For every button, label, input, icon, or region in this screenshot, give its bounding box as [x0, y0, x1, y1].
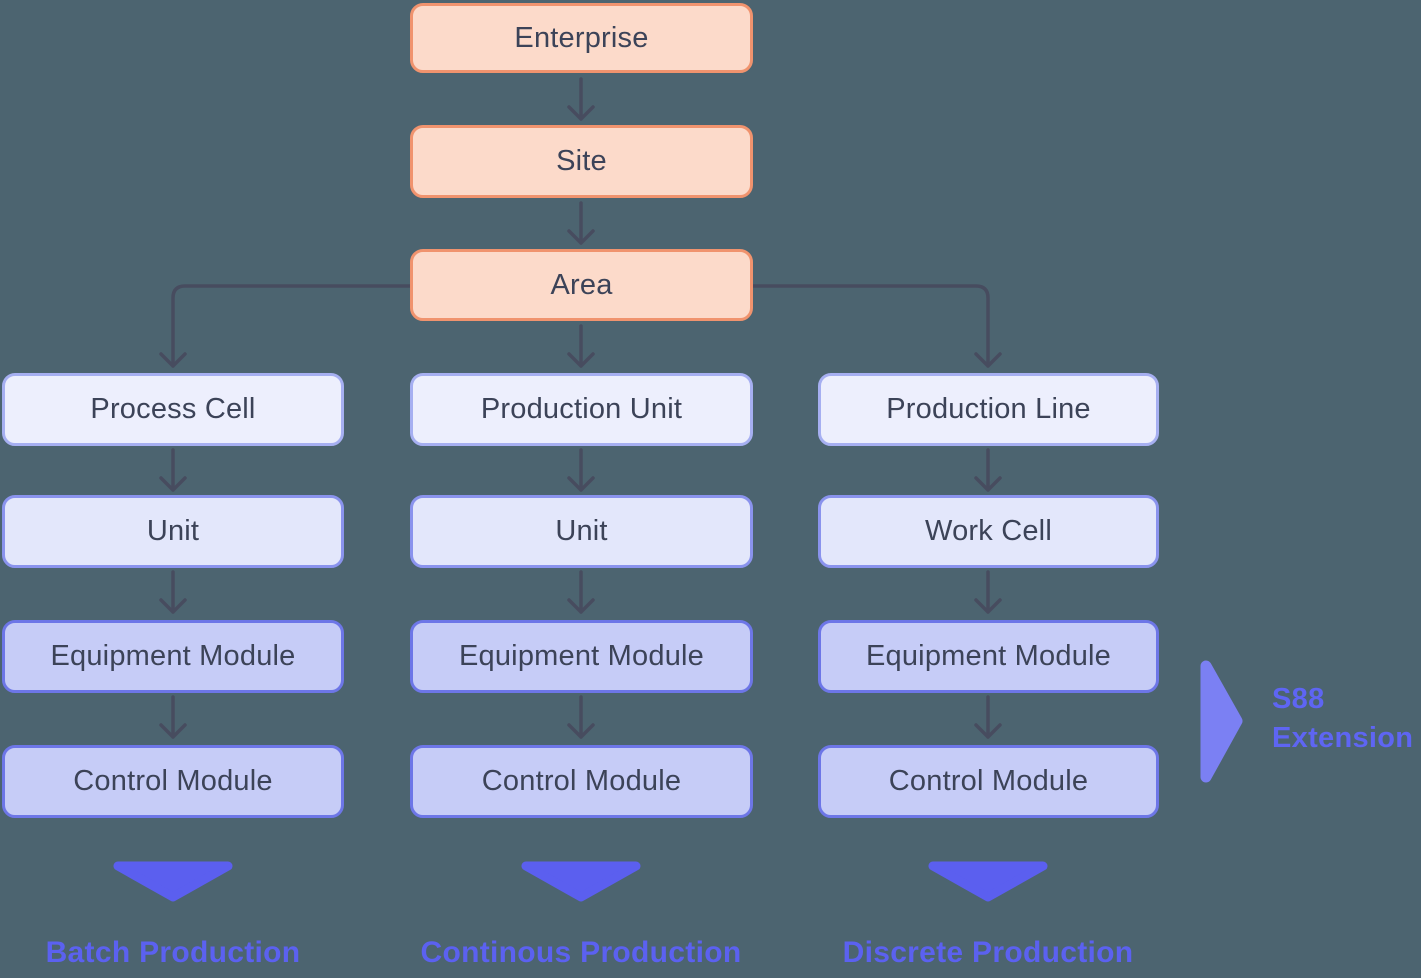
s88-extension-arrow-icon: [1200, 660, 1243, 783]
arrow-equipment-control-2: [567, 695, 595, 739]
box-equipment-module-continuous: Equipment Module: [410, 620, 753, 693]
discrete-production-label: Discrete Production: [842, 936, 1134, 969]
continous-production-triangle-icon: [521, 861, 641, 902]
s88-extension-label-line2: Extension: [1272, 722, 1414, 754]
s88-extension-label: S88 Extension: [1272, 680, 1413, 758]
discrete-production-triangle-icon: [928, 861, 1048, 902]
batch-production-label: Batch Production: [45, 936, 301, 969]
box-control-module-discrete: Control Module: [818, 745, 1159, 818]
arrow-production-unit-unit: [567, 448, 595, 492]
arrow-site-area: [567, 201, 595, 245]
arrow-work-cell-equipment-3: [974, 570, 1002, 614]
s88-extension-label-line1: S88: [1272, 683, 1325, 715]
box-work-cell: Work Cell: [818, 495, 1159, 568]
arrow-equipment-control-1: [159, 695, 187, 739]
continous-production-label: Continous Production: [420, 936, 742, 969]
box-unit-continuous: Unit: [410, 495, 753, 568]
box-unit-batch: Unit: [2, 495, 344, 568]
box-production-unit: Production Unit: [410, 373, 753, 446]
box-site: Site: [410, 125, 753, 198]
arrow-area-production-unit: [567, 324, 595, 368]
box-enterprise: Enterprise: [410, 3, 753, 73]
arrow-area-process-cell: [159, 284, 412, 368]
arrow-production-line-work-cell: [974, 448, 1002, 492]
box-control-module-continuous: Control Module: [410, 745, 753, 818]
box-control-module-batch: Control Module: [2, 745, 344, 818]
box-area: Area: [410, 249, 753, 321]
arrow-equipment-control-3: [974, 695, 1002, 739]
arrow-process-cell-unit: [159, 448, 187, 492]
box-equipment-module-batch: Equipment Module: [2, 620, 344, 693]
arrow-enterprise-site: [567, 77, 595, 121]
box-equipment-module-discrete: Equipment Module: [818, 620, 1159, 693]
box-process-cell: Process Cell: [2, 373, 344, 446]
arrow-area-production-line: [751, 284, 1002, 368]
arrow-unit-equipment-2: [567, 570, 595, 614]
batch-production-triangle-icon: [113, 861, 233, 902]
box-production-line: Production Line: [818, 373, 1159, 446]
arrow-unit-equipment-1: [159, 570, 187, 614]
